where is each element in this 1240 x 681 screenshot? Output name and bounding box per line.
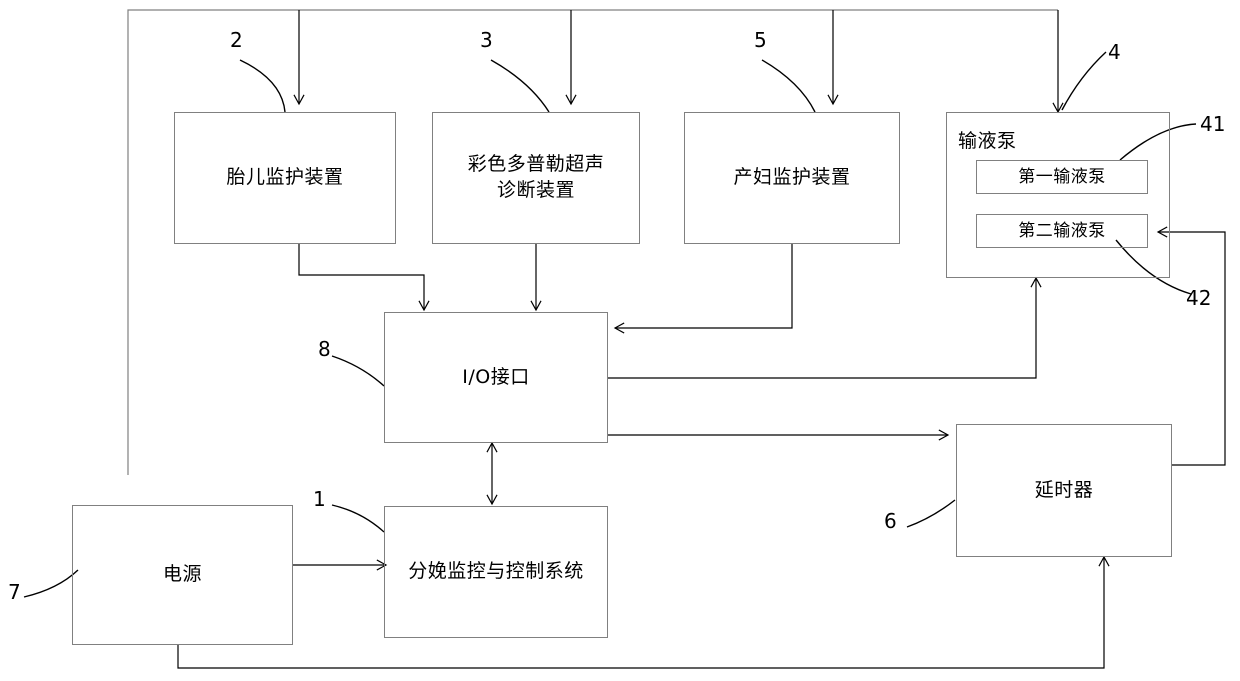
block-power-supply[interactable]: 电源 — [72, 505, 293, 645]
ref-label-4: 4 — [1108, 40, 1121, 64]
leader-ref-1 — [331, 504, 385, 533]
leader-ref-8 — [331, 355, 385, 387]
block-control-system-label: 分娩监控与控制系统 — [408, 560, 584, 583]
block-doppler-label: 彩色多普勒超声 诊断装置 — [467, 153, 605, 201]
block-fetal-monitor-label: 胎儿监护装置 — [226, 166, 344, 189]
leader-ref-6 — [906, 499, 956, 528]
wire-fetal-to-io — [298, 244, 424, 310]
leader-ref-3 — [490, 59, 550, 113]
block-maternal-monitor-label: 产妇监护装置 — [733, 166, 851, 189]
wire-delay-to-second-pump — [1158, 232, 1226, 466]
block-maternal-monitor[interactable]: 产妇监护装置 — [684, 112, 900, 244]
wire-power-to-delay — [177, 557, 1104, 669]
block-power-supply-label: 电源 — [162, 563, 202, 586]
leader-ref-42 — [1115, 239, 1192, 295]
ref-label-5: 5 — [754, 28, 767, 52]
ref-label-3: 3 — [480, 28, 493, 52]
block-first-pump-label: 第一输液泵 — [1018, 166, 1106, 187]
wire-power-bus — [127, 9, 1058, 475]
leader-ref-7 — [23, 569, 79, 598]
ref-label-2: 2 — [230, 28, 243, 52]
wire-maternal-to-io — [615, 244, 793, 328]
block-second-pump-label: 第二输液泵 — [1018, 220, 1106, 241]
block-io-interface-label: I/O接口 — [462, 365, 530, 388]
ref-label-6: 6 — [884, 509, 897, 533]
ref-label-8: 8 — [318, 337, 331, 361]
ref-label-1: 1 — [313, 487, 326, 511]
ref-label-41: 41 — [1200, 112, 1226, 136]
block-delay-timer-label: 延时器 — [1034, 478, 1094, 501]
leader-ref-41 — [1119, 123, 1197, 161]
block-io-interface[interactable]: I/O接口 — [384, 312, 608, 443]
block-doppler[interactable]: 彩色多普勒超声 诊断装置 — [432, 112, 640, 244]
block-fetal-monitor[interactable]: 胎儿监护装置 — [174, 112, 396, 244]
leader-ref-5 — [761, 59, 816, 113]
block-control-system[interactable]: 分娩监控与控制系统 — [384, 506, 608, 638]
block-second-pump[interactable]: 第二输液泵 — [976, 214, 1148, 248]
block-first-pump[interactable]: 第一输液泵 — [976, 160, 1148, 194]
block-delay-timer[interactable]: 延时器 — [956, 424, 1172, 557]
block-infusion-pump-group-label: 输液泵 — [958, 130, 1017, 152]
leader-ref-4 — [1061, 51, 1107, 111]
ref-label-42: 42 — [1186, 286, 1212, 310]
ref-label-7: 7 — [8, 580, 21, 604]
wire-io-to-pump — [607, 278, 1036, 379]
leader-ref-2 — [239, 59, 286, 113]
